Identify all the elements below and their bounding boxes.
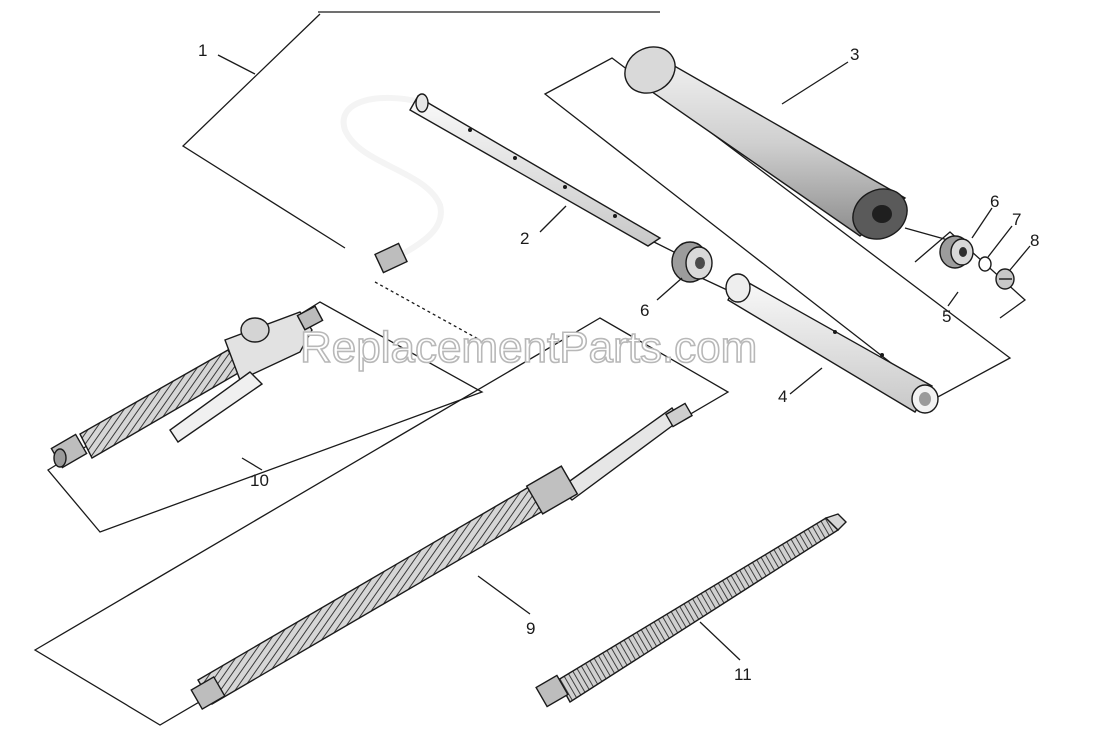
leader-2 [539,205,567,233]
part-7-washer [978,256,992,272]
callout-10: 10 [250,471,269,490]
connector-line-d [904,227,949,241]
part-2-hose-bar [340,93,662,274]
part-11-pole [535,513,847,708]
part-10-spray-gun [50,305,324,469]
callout-9: 9 [526,619,535,638]
leader-6b [971,207,993,239]
leader-3 [781,61,849,105]
part-9-extension-pole [190,402,693,710]
part-6-end-cap-right [939,235,974,269]
leader-9 [477,575,531,615]
leader-1 [217,54,256,75]
callout-1: 1 [198,41,207,60]
callout-8: 8 [1030,231,1039,250]
leader-5 [947,291,959,307]
assembly-5-frame [543,57,1012,399]
callout-2: 2 [520,229,529,248]
callout-5: 5 [942,307,951,326]
leader-10 [241,457,263,471]
leader-8 [1009,245,1031,271]
callout-6b: 6 [990,192,999,211]
callout-3: 3 [850,45,859,64]
part-6-end-cap-left [671,241,713,283]
leader-6a [656,277,683,301]
callout-4: 4 [778,387,787,406]
callout-11: 11 [734,665,752,684]
connector-line-a [374,281,481,341]
callout-7: 7 [1012,210,1021,229]
watermark-text: ReplacementParts.com [300,323,757,372]
part-4-roller-core [725,273,939,414]
part-8-screw [995,268,1015,290]
leader-7 [987,225,1013,258]
assembly-9-frame [33,317,730,726]
leader-4 [789,367,823,395]
part-3-roller-cover [624,46,908,240]
leader-11 [699,621,741,661]
assembly-1-bracket [181,13,346,249]
callout-6a: 6 [640,301,649,320]
